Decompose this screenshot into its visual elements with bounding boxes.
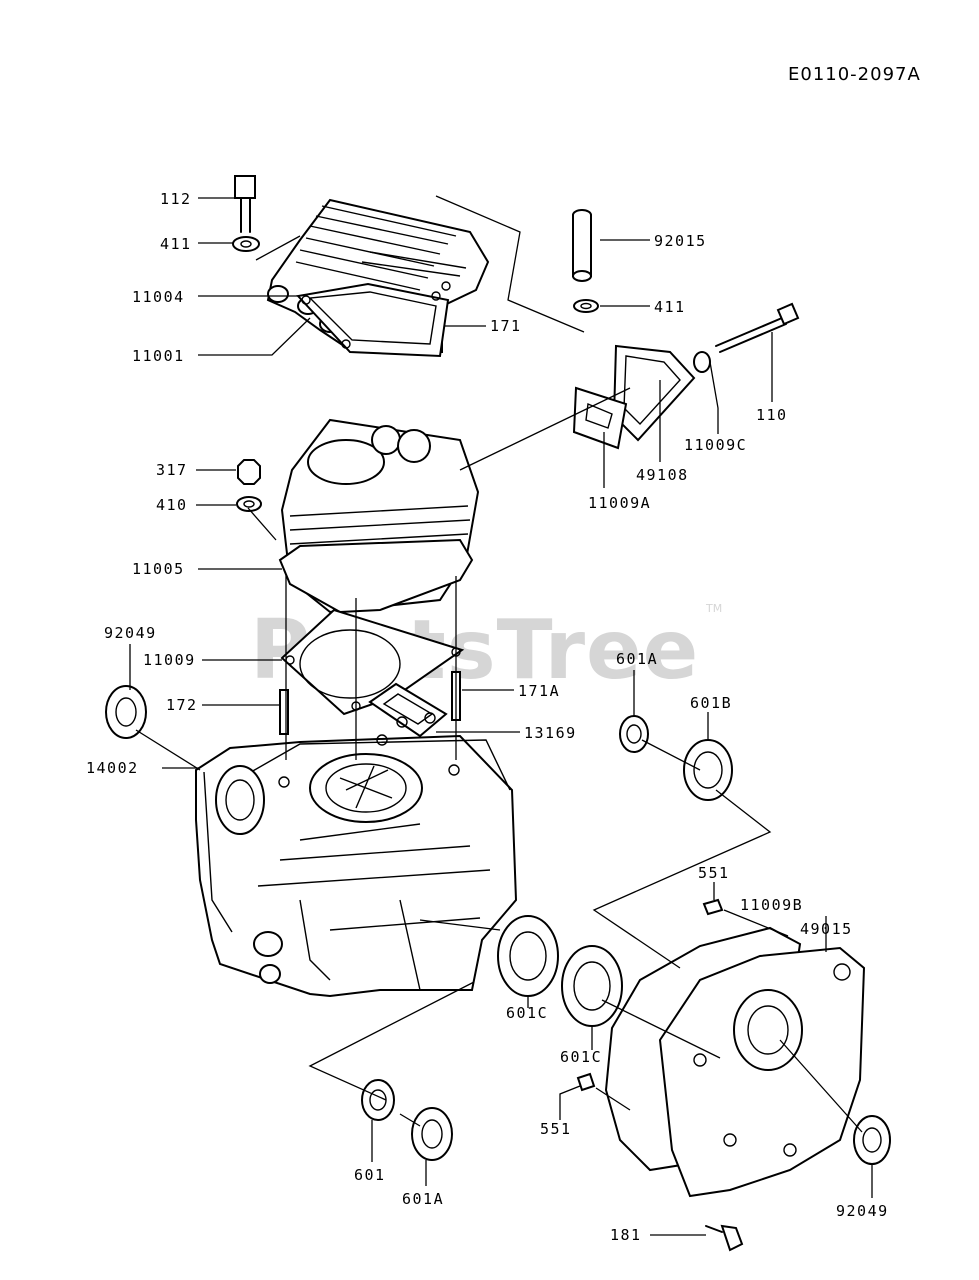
label-92049-left: 92049 <box>104 624 157 642</box>
label-13169: 13169 <box>524 724 577 742</box>
label-92015: 92015 <box>654 232 707 250</box>
label-601: 601 <box>354 1166 386 1184</box>
label-551-lower: 551 <box>540 1120 572 1138</box>
label-14002: 14002 <box>86 759 139 777</box>
oil-seal-92049-right-part[interactable] <box>853 1115 891 1165</box>
label-171: 171 <box>490 317 522 335</box>
cover-49108-part[interactable] <box>612 344 696 442</box>
bearing-601C-right-part[interactable] <box>561 945 623 1027</box>
washer-411-part[interactable] <box>232 236 260 252</box>
oil-seal-92049-left-part[interactable] <box>105 685 147 739</box>
label-11001: 11001 <box>132 347 185 365</box>
label-601C-right: 601C <box>560 1048 602 1066</box>
assembly-guide-lines <box>135 195 863 1133</box>
bearing-601A-lower-part[interactable] <box>411 1107 453 1161</box>
bolt-110-part[interactable] <box>715 302 800 353</box>
cylinder-11005-part[interactable] <box>278 418 480 614</box>
label-601A-lower: 601A <box>402 1190 444 1208</box>
label-181: 181 <box>610 1226 642 1244</box>
bolt-112-part[interactable] <box>234 175 256 233</box>
crankcase-14002-part[interactable] <box>195 712 518 998</box>
washer-411-right-part[interactable] <box>573 299 599 313</box>
pipe-92015-part[interactable] <box>572 209 592 282</box>
label-601C-left: 601C <box>506 1004 548 1022</box>
label-11004: 11004 <box>132 288 185 306</box>
bearing-601B-part[interactable] <box>683 739 733 801</box>
washer-410-part[interactable] <box>236 496 262 512</box>
label-11009C: 11009C <box>684 436 747 454</box>
bearing-601-part[interactable] <box>361 1079 395 1121</box>
leader-lines <box>129 197 873 1236</box>
label-11005: 11005 <box>132 560 185 578</box>
label-11009: 11009 <box>143 651 196 669</box>
diagram-code: E0110-2097A <box>788 64 921 85</box>
label-551-upper: 551 <box>698 864 730 882</box>
label-601B: 601B <box>690 694 732 712</box>
pin-551-lower-part[interactable] <box>576 1072 596 1092</box>
label-11009B: 11009B <box>740 896 803 914</box>
bearing-601C-left-part[interactable] <box>497 915 559 997</box>
label-171A: 171A <box>518 682 560 700</box>
gasket-11009B-and-cover-49015-part[interactable] <box>604 926 866 1198</box>
label-411-right: 411 <box>654 298 686 316</box>
label-49108: 49108 <box>636 466 689 484</box>
label-411-left: 411 <box>160 235 192 253</box>
label-172: 172 <box>166 696 198 714</box>
stud-172-part[interactable] <box>279 689 289 735</box>
label-112: 112 <box>160 190 192 208</box>
label-11009A: 11009A <box>588 494 651 512</box>
label-110: 110 <box>756 406 788 424</box>
label-49015: 49015 <box>800 920 853 938</box>
watermark-trademark: TM <box>705 602 722 615</box>
nut-317-part[interactable] <box>237 459 261 485</box>
pin-551-upper-part[interactable] <box>702 898 724 916</box>
gasket-11004-part[interactable] <box>296 282 450 358</box>
bolt-181-part[interactable] <box>705 1224 744 1252</box>
oil-seal-601A-upper-part[interactable] <box>619 715 649 753</box>
label-410: 410 <box>156 496 188 514</box>
label-317: 317 <box>156 461 188 479</box>
label-601A-upper: 601A <box>616 650 658 668</box>
label-92049-right: 92049 <box>836 1202 889 1220</box>
washer-11009C-part[interactable] <box>693 351 711 373</box>
